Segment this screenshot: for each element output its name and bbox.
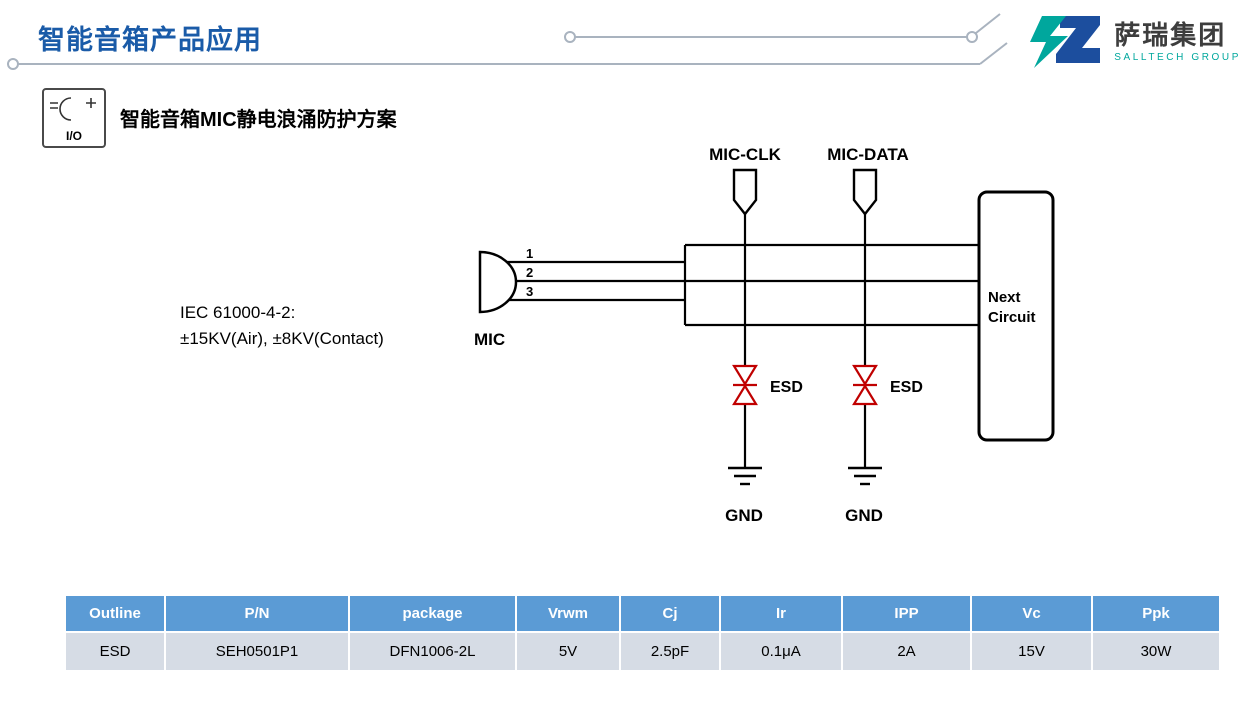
pin-number: 3 (526, 284, 533, 299)
mic-label: MIC (474, 330, 505, 349)
table-cell: ESD (66, 633, 164, 670)
column-header-pn: P/N (166, 596, 348, 631)
table-cell: 5V (517, 633, 619, 670)
pin-number: 1 (526, 246, 533, 261)
column-header-package: package (350, 596, 515, 631)
iec-line1: IEC 61000-4-2: (180, 303, 296, 322)
company-logo: 萨瑞集团 SALLTECH GROUP (1026, 14, 1241, 70)
table-cell: 2.5pF (621, 633, 719, 670)
table-header-row: Outline P/N package Vrwm Cj Ir IPP Vc Pp… (66, 596, 1219, 631)
table-cell: 30W (1093, 633, 1219, 670)
section-title: 智能音箱MIC静电浪涌防护方案 (120, 109, 397, 131)
connector-pin-icon (852, 168, 878, 216)
mic-data-label: MIC-DATA (827, 145, 909, 164)
column-header-vrwm: Vrwm (517, 596, 619, 631)
column-header-ir: Ir (721, 596, 841, 631)
table-cell: 15V (972, 633, 1091, 670)
table-cell: 0.1μA (721, 633, 841, 670)
column-header-vc: Vc (972, 596, 1091, 631)
gnd-label: GND (725, 506, 763, 525)
salltech-logo-icon (1030, 16, 1101, 68)
io-icon-label: I/O (66, 129, 82, 143)
logo-name-en: SALLTECH GROUP (1114, 52, 1241, 64)
next-circuit-label: Next (988, 289, 1021, 306)
table-cell: DFN1006-2L (350, 633, 515, 670)
next-circuit-box (977, 190, 1055, 442)
iec-line2: ±15KV(Air), ±8KV(Contact) (180, 329, 384, 348)
column-header-cj: Cj (621, 596, 719, 631)
column-header-outline: Outline (66, 596, 164, 631)
esd-diode-icon (852, 364, 878, 406)
mic-clk-label: MIC-CLK (709, 145, 781, 164)
decorative-trace (7, 13, 1008, 70)
pin-number: 2 (526, 265, 533, 280)
column-header-ipp: IPP (843, 596, 970, 631)
logo-name-cn: 萨瑞集团 (1114, 19, 1227, 50)
next-circuit-label: Circuit (988, 309, 1036, 326)
io-port-icon: I/O (42, 88, 106, 148)
spec-table: Outline P/N package Vrwm Cj Ir IPP Vc Pp… (64, 594, 1221, 672)
column-header-ppk: Ppk (1093, 596, 1219, 631)
ground-icon (848, 466, 882, 486)
table-cell: 2A (843, 633, 970, 670)
connector-pin-icon (732, 168, 758, 216)
table-row: ESD SEH0501P1 DFN1006-2L 5V 2.5pF 0.1μA … (66, 633, 1219, 670)
gnd-label: GND (845, 506, 883, 525)
ground-icon (728, 466, 762, 486)
mic-symbol (478, 250, 518, 314)
esd-label: ESD (890, 379, 923, 396)
page-title: 智能音箱产品应用 (38, 25, 262, 55)
table-cell: SEH0501P1 (166, 633, 348, 670)
esd-diode-icon (732, 364, 758, 406)
iec-standard-note: IEC 61000-4-2: ±15KV(Air), ±8KV(Contact) (180, 300, 384, 352)
esd-label: ESD (770, 379, 803, 396)
